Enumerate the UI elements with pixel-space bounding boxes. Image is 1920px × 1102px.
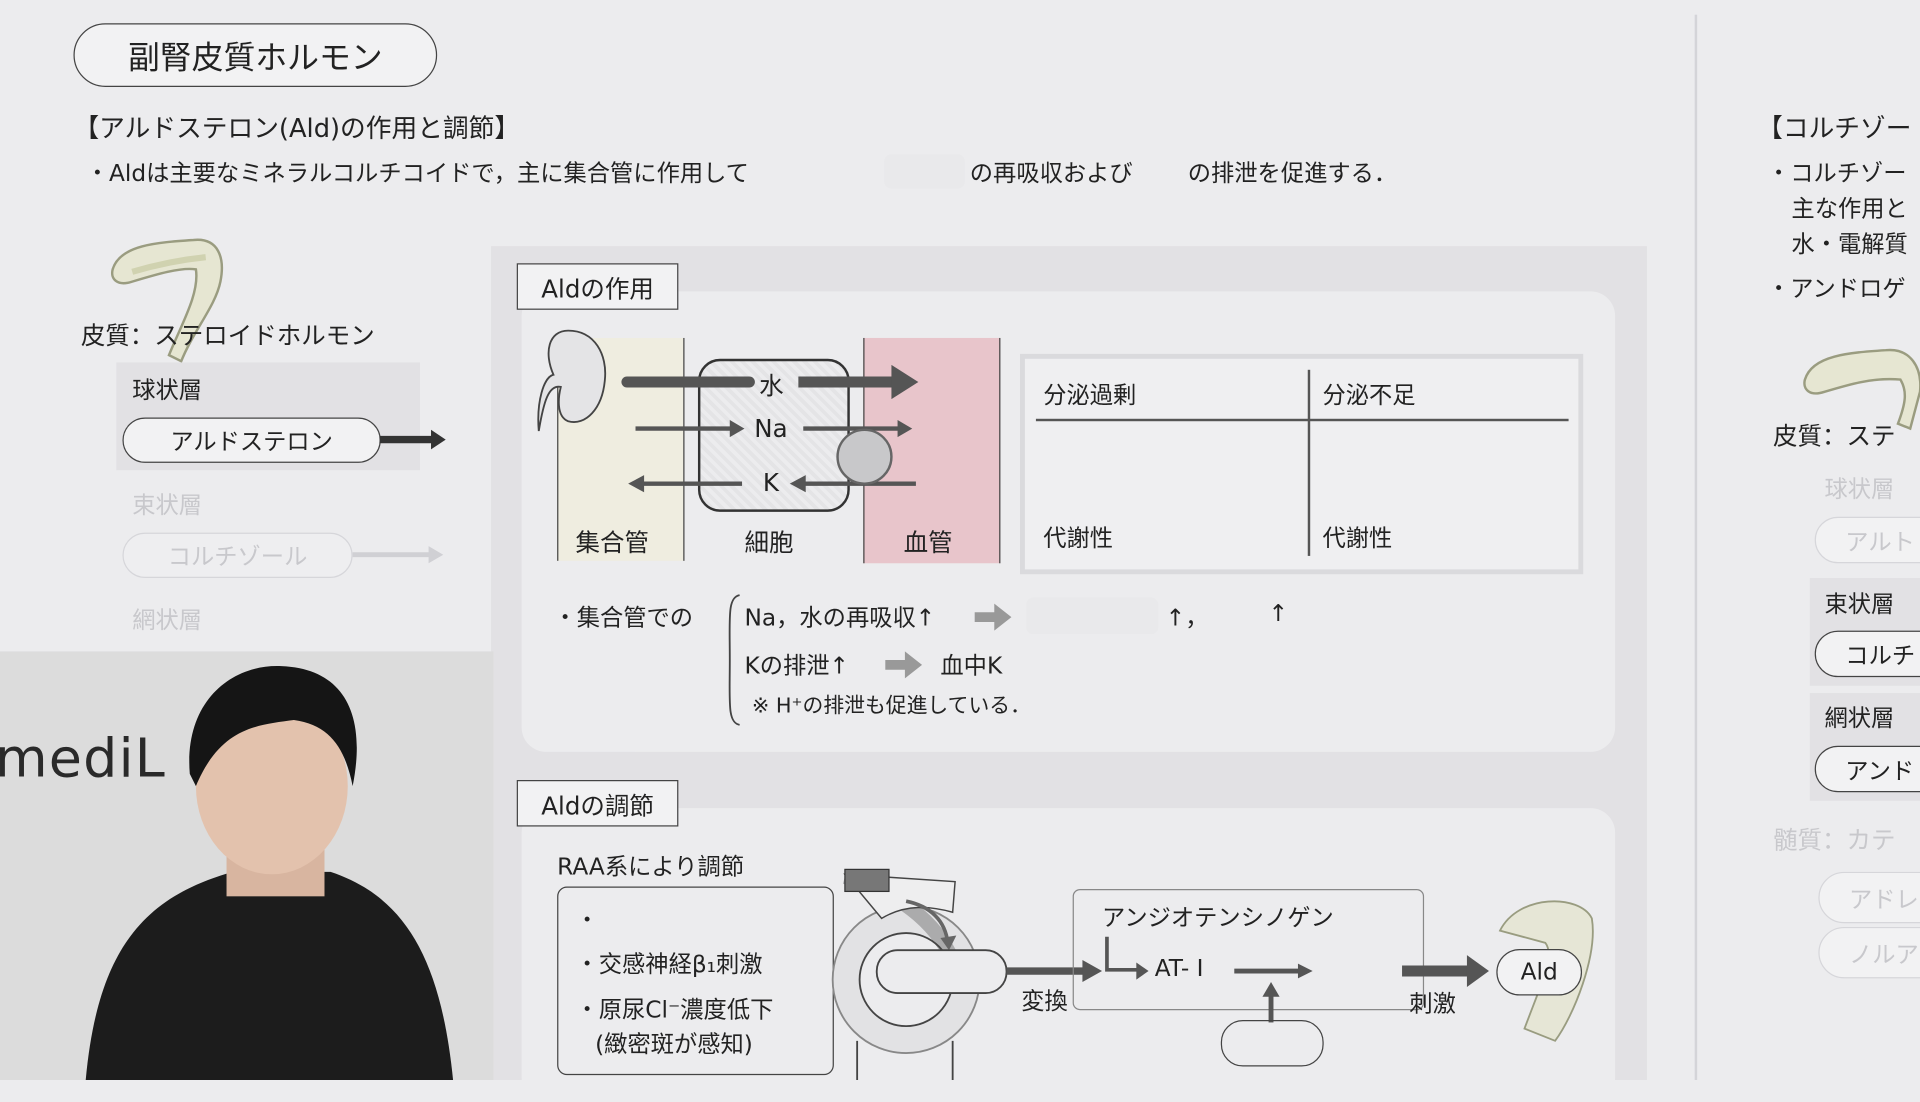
ald-pill: Ald bbox=[1496, 948, 1583, 996]
brace-icon bbox=[728, 594, 740, 726]
label-water: 水 bbox=[759, 371, 784, 401]
trigger-item: ・ bbox=[575, 907, 599, 935]
secretion-table bbox=[1020, 353, 1584, 575]
page-divider bbox=[1694, 14, 1697, 1081]
table-cell: 代謝性 bbox=[1322, 525, 1393, 553]
trigger-item: ・交感神経β₁刺激 bbox=[575, 951, 763, 979]
action-label: Aldの作用 bbox=[516, 263, 679, 310]
webcam-overlay: mediL bbox=[0, 651, 494, 1081]
adrenal-gland-icon bbox=[110, 238, 224, 363]
conversion-arrows bbox=[1105, 900, 1594, 1042]
stimulate-label: 刺激 bbox=[1409, 990, 1456, 1018]
trigger-item: ・原尿Cl⁻濃度低下 bbox=[575, 996, 774, 1024]
label-cell: 細胞 bbox=[744, 527, 794, 558]
layer-glomerulosa: 球状層 bbox=[132, 377, 203, 405]
right-line: 主な作用と bbox=[1791, 195, 1908, 223]
label-k: K bbox=[762, 467, 779, 498]
hidden-blank bbox=[1026, 597, 1159, 635]
medulla-item: ノルア bbox=[1818, 926, 1920, 979]
transport-arrows bbox=[621, 364, 919, 493]
right-layer: 束状層 bbox=[1824, 591, 1895, 619]
right-line: ・アンドロゲ bbox=[1766, 275, 1906, 303]
layer-reticularis: 網状層 bbox=[132, 607, 203, 635]
intro-text-3: の排泄を促進する． bbox=[1187, 160, 1398, 188]
renin-placeholder bbox=[1220, 1020, 1324, 1067]
effect-line-2: Kの排泄↑ bbox=[744, 652, 850, 680]
right-hormone: コルチ bbox=[1814, 630, 1920, 678]
table-cell: 代謝性 bbox=[1043, 525, 1114, 553]
layer-fasciculata: 束状層 bbox=[132, 492, 203, 520]
right-layer: 網状層 bbox=[1824, 705, 1895, 733]
arrow-icon bbox=[352, 546, 444, 564]
effect-prefix: ・集合管での bbox=[553, 604, 694, 632]
adrenal-gland-icon bbox=[1803, 348, 1920, 431]
right-heading: 【コルチゾー bbox=[1757, 113, 1912, 144]
juxtaglomerular-apparatus-icon bbox=[831, 868, 1103, 1081]
right-layer: 球状層 bbox=[1824, 476, 1895, 504]
regulation-label: Aldの調節 bbox=[516, 780, 679, 827]
right-hormone: アンド bbox=[1814, 745, 1920, 793]
right-hormone: アルト bbox=[1814, 516, 1920, 564]
intro-text-2: の再吸収および bbox=[969, 160, 1133, 188]
arrow-icon bbox=[379, 429, 446, 450]
hidden-blank bbox=[884, 154, 965, 189]
angiotensinogen-label: アンジオテンシノゲン bbox=[1102, 904, 1334, 932]
kidney-icon bbox=[537, 329, 607, 432]
effect-result: 血中K bbox=[940, 652, 1003, 680]
presenter-silhouette bbox=[85, 666, 454, 1081]
medulla-item: アドレ bbox=[1818, 871, 1920, 924]
medulla-label: 髄質：カテ bbox=[1773, 825, 1896, 855]
label-vessel: 血管 bbox=[903, 527, 953, 558]
convert-label: 変換 bbox=[1021, 988, 1068, 1016]
table-header-excess: 分泌過剰 bbox=[1043, 382, 1137, 409]
effect-line-1: Na，水の再吸収↑ bbox=[744, 604, 936, 632]
regulation-card bbox=[521, 808, 1616, 1102]
table-header-deficiency: 分泌不足 bbox=[1322, 382, 1416, 409]
at1-label: AT- I bbox=[1154, 955, 1204, 983]
right-line: ・コルチゾー bbox=[1766, 160, 1907, 188]
right-cortex-label: 皮質：ステ bbox=[1773, 421, 1896, 451]
hormone-aldosterone: アルドステロン bbox=[122, 417, 381, 463]
slide-title: 副腎皮質ホルモン bbox=[73, 23, 438, 87]
label-collecting-duct: 集合管 bbox=[575, 527, 649, 558]
angiotensin-box bbox=[1072, 888, 1425, 1011]
section-heading: 【アルドステロン(Ald)の作用と調節】 bbox=[73, 113, 521, 144]
hormone-cortisol: コルチゾール bbox=[122, 532, 353, 578]
effect-up-2: ↑ bbox=[1268, 600, 1289, 627]
cortex-label: 皮質：ステロイドホルモン bbox=[80, 320, 375, 351]
table-divider bbox=[1035, 418, 1569, 421]
regulation-subtitle: RAA系により調節 bbox=[557, 853, 744, 881]
table-divider bbox=[1307, 369, 1310, 556]
right-line: 水・電解質 bbox=[1791, 231, 1908, 259]
intro-text-1: ・Aldは主要なミネラルコルチコイドで，主に集合管に作用して bbox=[85, 160, 749, 188]
arrow-icon bbox=[885, 651, 923, 679]
label-na: Na bbox=[754, 413, 788, 444]
arrow-icon bbox=[974, 603, 1012, 631]
webcam-logo: mediL bbox=[0, 727, 167, 790]
effect-up-1: ↑， bbox=[1165, 604, 1209, 632]
effect-note: ※ H⁺の排泄も促進している． bbox=[751, 694, 1031, 719]
trigger-item: (緻密斑が感知) bbox=[595, 1031, 753, 1058]
